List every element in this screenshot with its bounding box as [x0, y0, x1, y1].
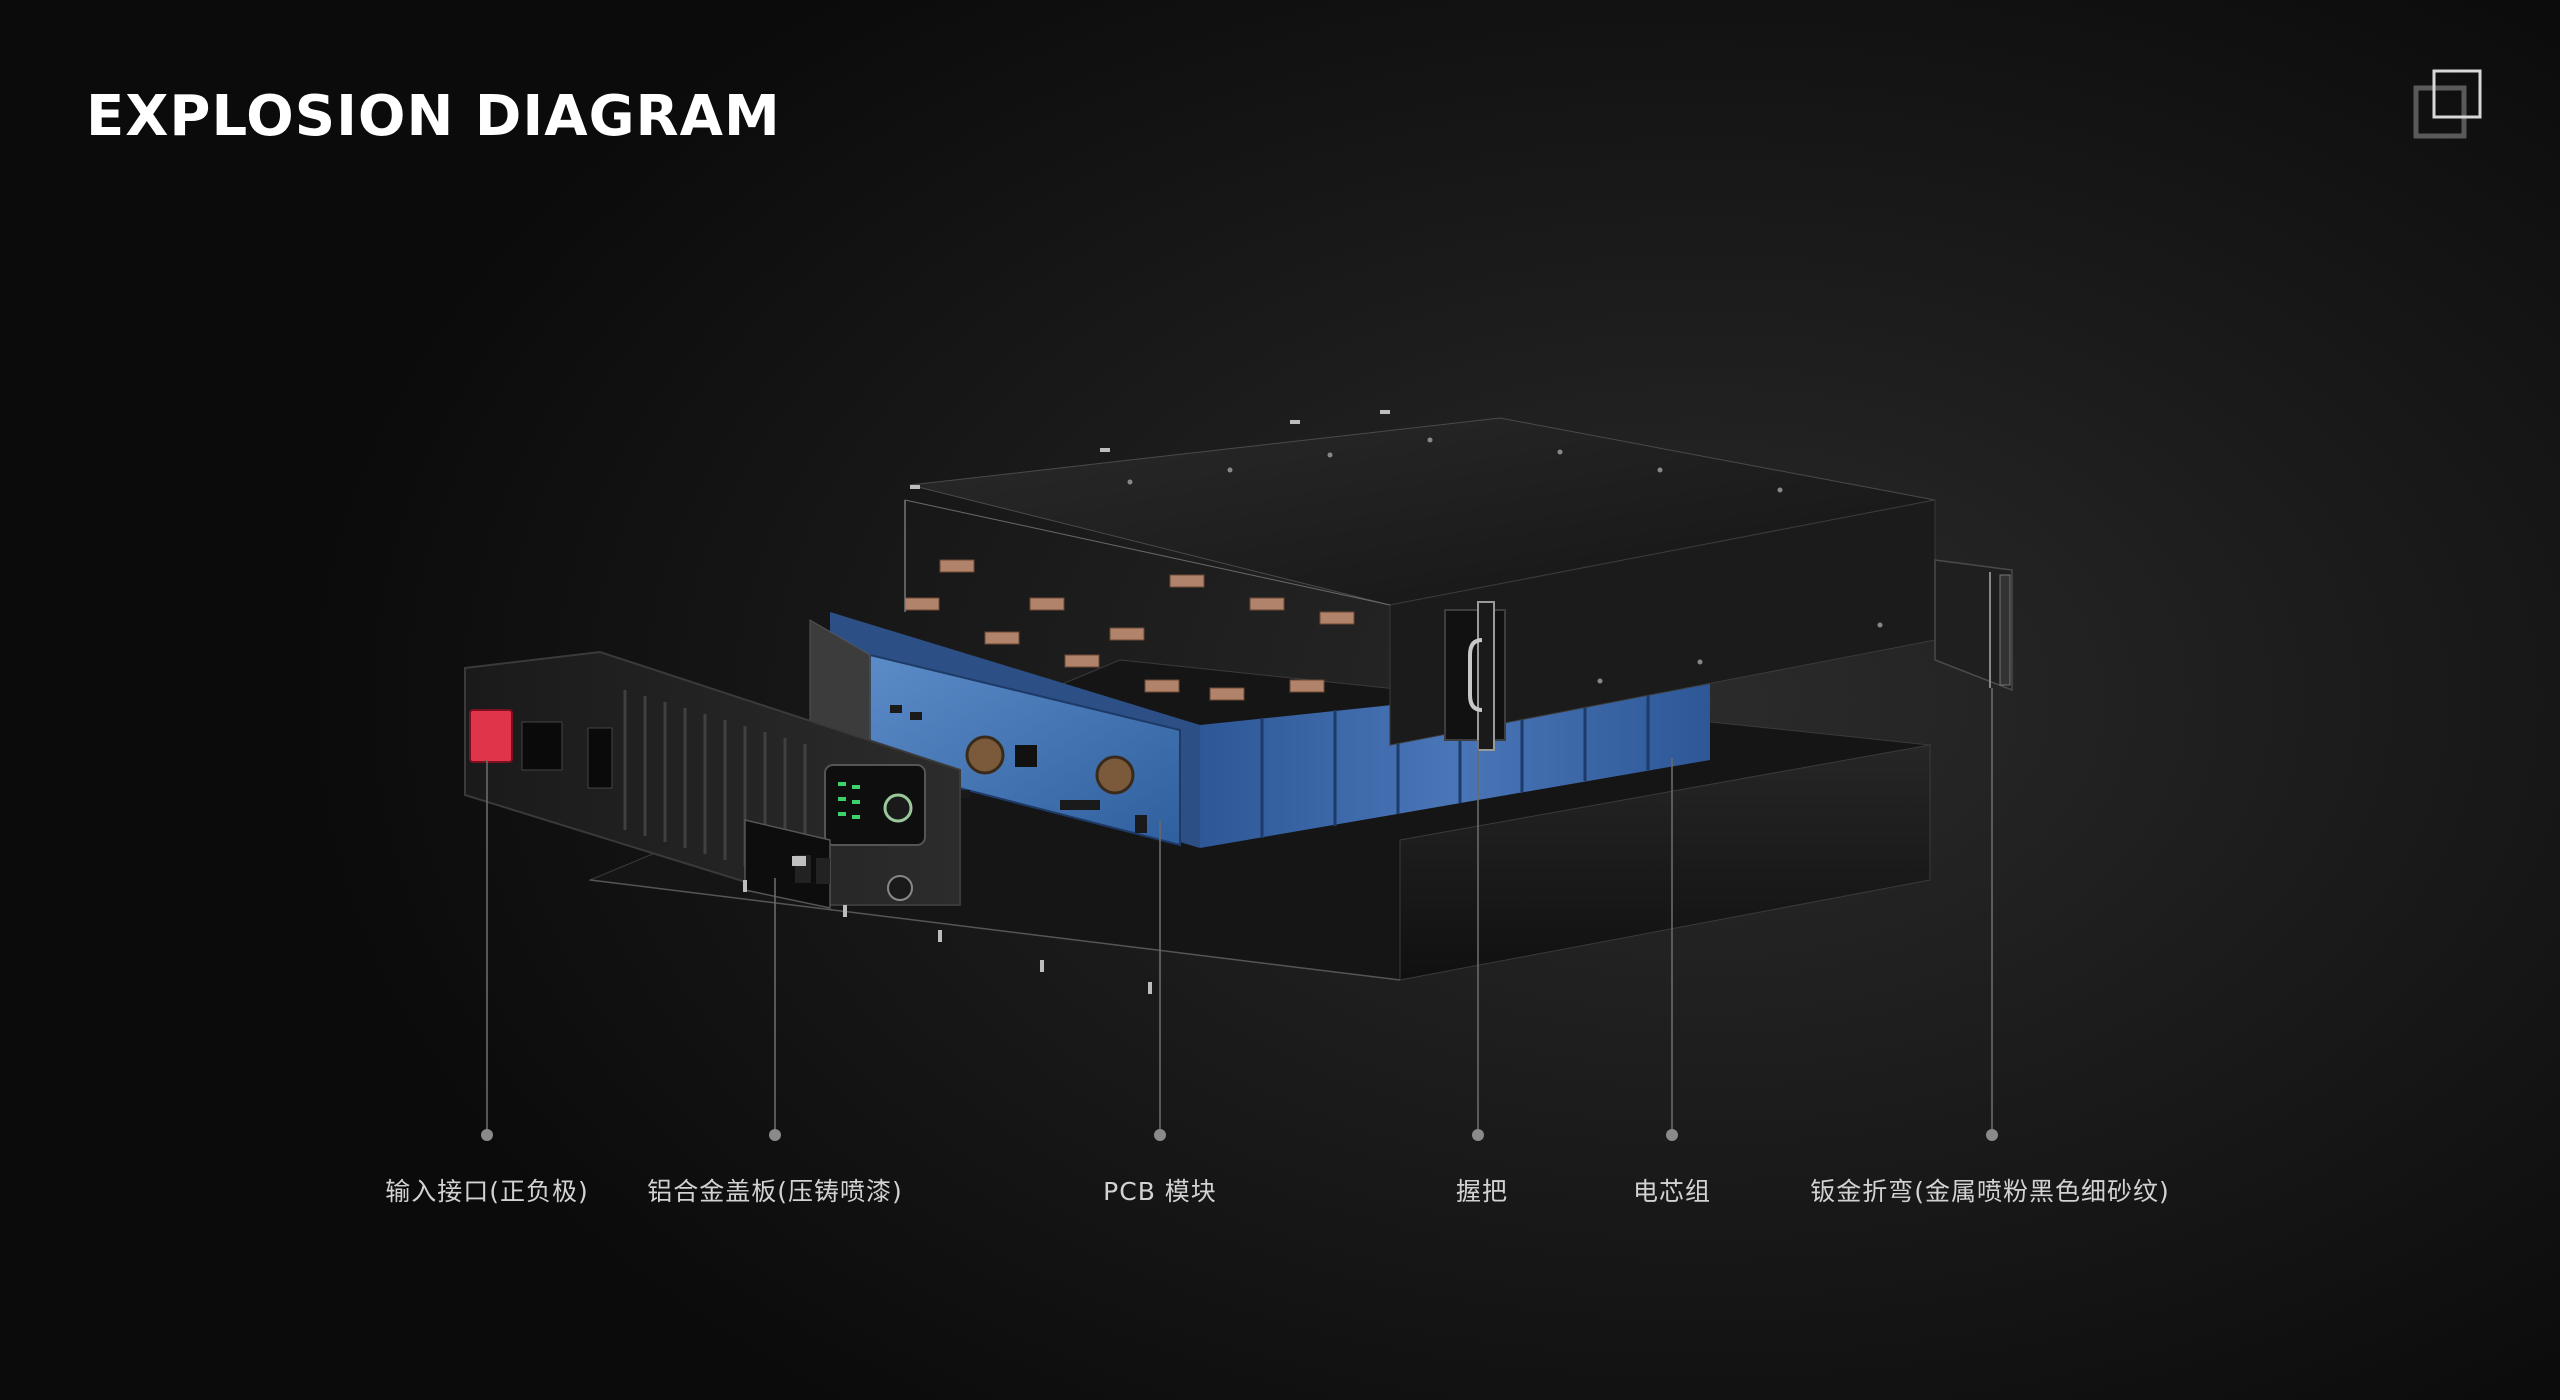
page-title: EXPLOSION DIAGRAM	[86, 84, 781, 149]
callout-label-input-port: 输入接口(正负极)	[385, 1177, 589, 1206]
callout-label-aluminum-cover: 铝合金盖板(压铸喷漆)	[647, 1177, 903, 1206]
layered-squares-icon	[2413, 69, 2482, 139]
copper-busbars	[904, 559, 1355, 701]
screws	[743, 410, 1390, 994]
top-cover	[904, 417, 1936, 746]
callout-label-pcb-module: PCB 模块	[1103, 1177, 1217, 1206]
callout-lines	[481, 688, 1998, 1141]
rack-ear-bracket	[1934, 559, 2013, 692]
callout-label-handle: 握把	[1455, 1177, 1509, 1206]
front-aluminum-cover	[464, 650, 961, 909]
handle	[1444, 601, 1506, 751]
callout-label-sheet-metal: 钣金折弯(金属喷粉黑色细砂纹)	[1810, 1177, 2170, 1206]
callout-label-cell-stack: 电芯组	[1632, 1177, 1712, 1206]
